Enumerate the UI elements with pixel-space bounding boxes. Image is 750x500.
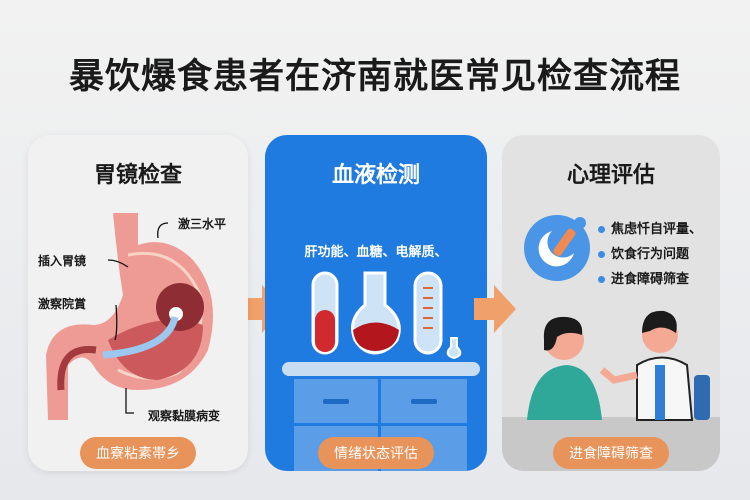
lab-illustration: [282, 271, 480, 471]
test-items: 肝功能、血糖、电解质、: [304, 245, 448, 260]
result-badge: 情绪状态评估: [318, 437, 434, 469]
card-title: 血液检测: [331, 163, 420, 188]
doctor-patient-illustration: [502, 310, 720, 471]
card-psych-eval: 心理评估 焦虑忏自评量、 饮食行为问题 进食障碍筛查 进食障碍筛查: [502, 135, 720, 471]
page-title: 暴饮爆食患者在济南就医常见检查流程: [68, 57, 681, 97]
bullet-item: 进食障碍筛查: [598, 268, 689, 287]
stomach-illustration: [46, 213, 213, 420]
label-callout: 观察黏膜病变: [148, 409, 221, 423]
label-callout: 激察院賞: [38, 297, 87, 311]
arrow-shaft: [248, 298, 262, 320]
arrow-right-icon: [494, 285, 516, 333]
arrow-shaft: [474, 298, 494, 320]
label-callout: 激三水平: [178, 217, 227, 231]
bullet-item: 焦虑忏自评量、: [598, 218, 702, 237]
result-badge: 血寮粘素帯乡: [80, 437, 196, 469]
card-title: 心理评估: [566, 163, 655, 188]
label-callout: 插入胃镜: [38, 254, 87, 268]
result-badge: 进食障碍筛查: [553, 437, 669, 469]
card-title: 胃镜检查: [93, 163, 182, 188]
card-blood-test: 血液检测 肝功能、血糖、电解质、 情绪状态评估: [265, 135, 487, 471]
card-gastroscopy: 胃镜检查 激三水平 插入胃镜 激察院賞 观察黏膜病变 血寮粘素帯乡: [28, 135, 248, 471]
bullet-item: 饮食行为问题: [598, 243, 689, 262]
assessment-icon: [524, 215, 590, 281]
